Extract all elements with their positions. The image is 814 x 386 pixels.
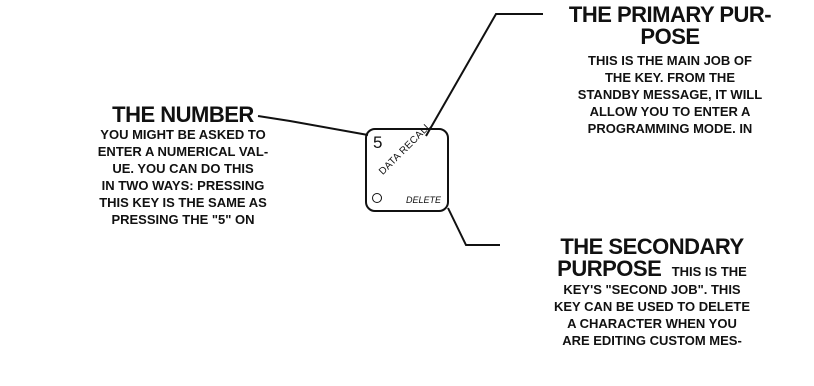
primary-line: STANDBY MESSAGE, IT WILL xyxy=(577,87,763,102)
number-title: THE NUMBER xyxy=(112,102,254,127)
primary-leader-line xyxy=(425,13,543,137)
secondary-line: A CHARACTER WHEN YOU xyxy=(567,316,737,331)
number-line: PRESSING THE "5" ON xyxy=(111,212,255,227)
primary-title-line1: THE PRIMARY PUR- xyxy=(568,2,772,27)
primary-line: PROGRAMMING MODE. IN xyxy=(587,121,753,136)
primary-line: THE KEY. FROM THE xyxy=(604,70,735,85)
primary-line: THIS IS THE MAIN JOB OF xyxy=(588,53,752,68)
number-line: THIS KEY IS THE SAME AS xyxy=(99,195,267,210)
secondary-description: KEY'S "SECOND JOB". THIS KEY CAN BE USED… xyxy=(500,281,804,349)
secondary-line: ARE EDITING CUSTOM MES- xyxy=(562,333,742,348)
key-indicator-dot xyxy=(372,193,382,203)
number-description: YOU MIGHT BE ASKED TO ENTER A NUMERICAL … xyxy=(88,126,278,228)
number-line: YOU MIGHT BE ASKED TO xyxy=(100,127,266,142)
secondary-title-line2: PURPOSE xyxy=(557,256,662,281)
primary-purpose-annotation: THE PRIMARY PUR- POSE THIS IS THE MAIN J… xyxy=(530,4,810,137)
secondary-title-line1: THE SECONDARY xyxy=(560,234,744,259)
data-recall-key: 5 DATA RECALL DELETE xyxy=(365,120,449,212)
secondary-title-row: PURPOSE THIS IS THE xyxy=(500,258,804,281)
number-annotation: THE NUMBER YOU MIGHT BE ASKED TO ENTER A… xyxy=(88,104,278,228)
secondary-line-first: THIS IS THE xyxy=(671,264,747,279)
number-leader-line xyxy=(257,115,369,136)
primary-title-line2: POSE xyxy=(640,24,700,49)
number-line: ENTER A NUMERICAL VAL- xyxy=(97,144,269,159)
primary-description: THIS IS THE MAIN JOB OF THE KEY. FROM TH… xyxy=(530,52,810,137)
number-line: UE. YOU CAN DO THIS xyxy=(112,161,254,176)
secondary-purpose-annotation: THE SECONDARY PURPOSE THIS IS THE KEY'S … xyxy=(500,236,804,349)
key-secondary-label: DELETE xyxy=(405,195,441,205)
secondary-leader-line xyxy=(447,207,500,246)
secondary-line: KEY'S "SECOND JOB". THIS xyxy=(563,282,741,297)
key-primary-label: DATA RECALL xyxy=(377,120,435,178)
secondary-line: KEY CAN BE USED TO DELETE xyxy=(554,299,750,314)
primary-line: ALLOW YOU TO ENTER A xyxy=(589,104,751,119)
number-line: IN TWO WAYS: PRESSING xyxy=(101,178,265,193)
key-number: 5 xyxy=(373,133,383,152)
